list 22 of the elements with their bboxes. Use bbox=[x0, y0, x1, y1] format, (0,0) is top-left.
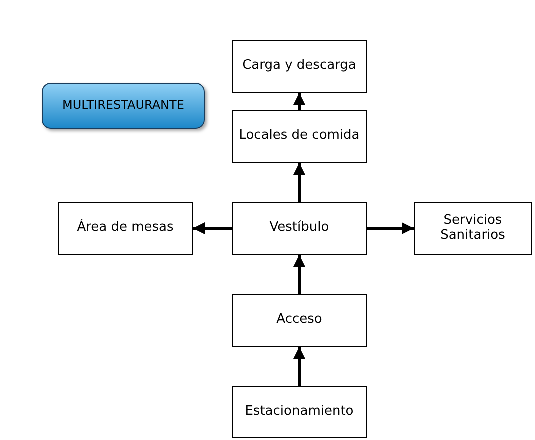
box-label: Carga y descarga bbox=[242, 59, 356, 74]
process-box bbox=[232, 386, 367, 438]
box-label: Acceso bbox=[276, 313, 322, 328]
process-box bbox=[232, 202, 367, 255]
process-box bbox=[232, 294, 367, 347]
arrow bbox=[367, 222, 414, 234]
process-box bbox=[232, 110, 367, 163]
box-label: Servicios Sanitarios bbox=[440, 214, 506, 244]
process-box bbox=[414, 202, 532, 255]
box-label: MULTIRESTAURANTE bbox=[62, 99, 184, 113]
box-label: Vestíbulo bbox=[270, 221, 330, 236]
arrow bbox=[294, 255, 306, 294]
process-box bbox=[58, 202, 193, 255]
box-label: Locales de comida bbox=[239, 129, 360, 144]
arrow bbox=[294, 163, 306, 202]
arrow bbox=[193, 222, 232, 234]
box-label: Estacionamiento bbox=[245, 404, 354, 420]
arrow bbox=[294, 347, 306, 386]
title-banner bbox=[42, 83, 205, 129]
process-box bbox=[232, 40, 367, 93]
arrow bbox=[294, 93, 306, 110]
box-label: Área de mesas bbox=[77, 221, 174, 236]
